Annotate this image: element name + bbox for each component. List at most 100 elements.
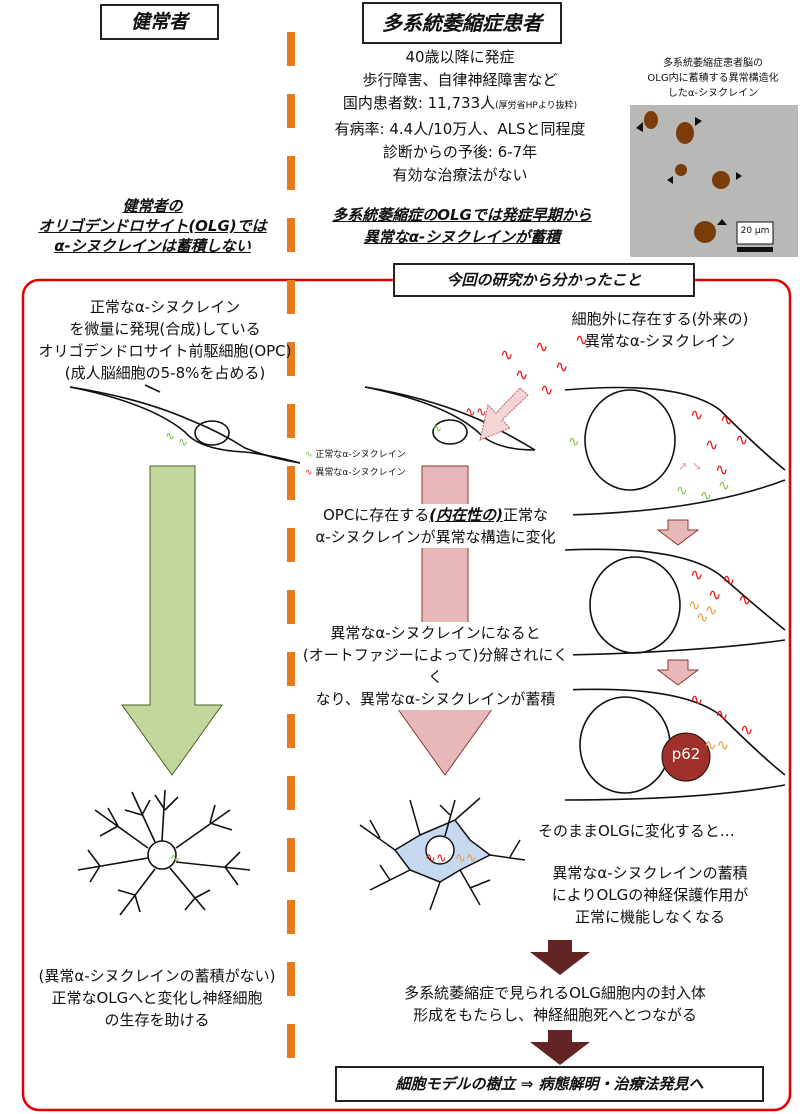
caption-line: OLG内に蓄積する異常構造化 xyxy=(647,73,779,84)
svg-text:∿: ∿ xyxy=(708,585,721,604)
fact-patient-count: 国内患者数: 11,733人(厚労省HPより抜粋) xyxy=(300,92,620,118)
inclusion-line: 多系統萎縮症で見られるOLG細胞内の封入体 xyxy=(404,984,706,1002)
healthy-label: 健常者 xyxy=(100,4,219,40)
conversion-arrows: ➚ ➘ xyxy=(678,459,702,473)
normal-syn-mark: ∿ xyxy=(165,429,175,443)
abnormal-syn-mark: ∿∿ xyxy=(425,851,447,866)
fact-treatment: 有効な治療法がない xyxy=(392,166,528,184)
inclusion-text: 多系統萎縮症で見られるOLG細胞内の封入体 形成をもたらし、神経細胞死へとつなが… xyxy=(320,982,790,1026)
statement-line: 健常者の xyxy=(122,197,183,215)
small-pink-arrow-1 xyxy=(656,519,700,546)
patient-facts: 40歳以降に発症 歩行障害、自律神経障害など 国内患者数: 11,733人(厚労… xyxy=(300,46,620,187)
step2-line: (オートファジーによって)分解されにくく xyxy=(302,646,569,686)
converted-syn-group: ∿∿∿ xyxy=(688,596,718,626)
emph-text: (内在性の) xyxy=(429,506,504,524)
normal-syn-group: ∿∿∿∿ xyxy=(568,434,730,504)
statement-line: オリゴデンドロサイト(OLG)では xyxy=(38,217,267,235)
normal-syn-mark: ∿ xyxy=(170,851,180,865)
green-arrow xyxy=(121,465,223,776)
opc-closeup-1 xyxy=(564,386,786,516)
desc-line: 細胞外に存在する(外来の) xyxy=(571,310,749,328)
consequence-line: によりOLGの神経保護作用が xyxy=(551,886,749,904)
svg-text:∿: ∿ xyxy=(696,608,709,626)
svg-text:∿: ∿ xyxy=(690,405,703,424)
abnormal-syn-group: ∿ ∿ ∿ xyxy=(690,690,753,739)
svg-text:∿: ∿ xyxy=(700,488,712,504)
consequence-line: 正常に機能しなくなる xyxy=(574,908,725,926)
svg-text:∿: ∿ xyxy=(735,430,748,449)
svg-text:∿: ∿ xyxy=(722,570,735,589)
patient-count-source: (厚労省HPより抜粋) xyxy=(495,101,578,111)
svg-text:∿: ∿ xyxy=(690,565,703,584)
desc-line: を微量に発現(合成)している xyxy=(69,320,261,338)
scale-bar-label: 20 μm xyxy=(740,226,770,236)
converted-syn-mark: ∿∿ xyxy=(455,851,477,866)
fact-onset: 40歳以降に発症 xyxy=(405,48,515,66)
micrograph-caption: 多系統萎縮症患者脳の OLG内に蓄積する異常構造化 したα-シヌクレイン xyxy=(626,56,800,101)
olg-cell-diseased xyxy=(359,797,526,911)
desc-line: オリゴデンドロサイト前駆細胞(OPC) xyxy=(38,342,292,360)
svg-text:∿: ∿ xyxy=(555,357,568,376)
patient-statement: 多系統萎縮症のOLGでは発症早期から 異常なα-シヌクレインが蓄積 xyxy=(292,204,632,248)
converted-syn-group: ∿∿ xyxy=(704,736,729,754)
step1-line1: OPCに存在する(内在性の)正常な xyxy=(298,504,573,526)
svg-text:∿: ∿ xyxy=(720,410,733,429)
legend-normal: ∿ 正常なα-シヌクレイン xyxy=(305,446,406,464)
svg-text:∿: ∿ xyxy=(715,705,728,724)
abnormal-syn-icon: ∿ xyxy=(305,468,316,478)
legend: ∿ 正常なα-シヌクレイン ∿ 異常なα-シヌクレイン xyxy=(305,446,406,482)
caption-line: したα-シヌクレイン xyxy=(667,88,759,99)
svg-text:∿: ∿ xyxy=(718,478,730,494)
svg-text:∿: ∿ xyxy=(575,330,588,349)
opc-closeup-2 xyxy=(564,548,786,656)
dark-arrow-2 xyxy=(530,1030,590,1065)
legend-abnormal: ∿ 異常なα-シヌクレイン xyxy=(305,464,406,482)
patient-count: 国内患者数: 11,733人 xyxy=(342,94,496,112)
svg-text:∿: ∿ xyxy=(740,720,753,739)
healthy-outcome: (異常α-シヌクレインの蓄積がない) 正常なOLGへと変化し神経細胞 の生存を助… xyxy=(22,965,292,1031)
p62-label: p62 xyxy=(671,745,701,763)
svg-text:∿: ∿ xyxy=(705,601,718,619)
consequence-line: 異常なα-シヌクレインの蓄積 xyxy=(552,864,748,882)
statement-line: 異常なα-シヌクレインが蓄積 xyxy=(363,228,561,246)
normal-syn-icon: ∿ xyxy=(305,450,316,460)
desc-line: (成人脳細胞の5-8%を占める) xyxy=(64,364,266,382)
svg-text:∿: ∿ xyxy=(715,460,728,479)
step2-line: 異常なα-シヌクレインになると xyxy=(330,624,541,642)
abnormal-syn-mark: ∿∿ xyxy=(465,405,487,420)
abnormal-syn-group: ∿∿∿∿ xyxy=(690,565,751,609)
svg-text:∿: ∿ xyxy=(738,590,751,609)
statement-line: 多系統萎縮症のOLGでは発症早期から xyxy=(332,206,592,224)
step1-text: OPCに存在する(内在性の)正常な α-シヌクレインが異常な構造に変化 xyxy=(298,504,573,548)
findings-title: 今回の研究から分かったこと xyxy=(393,263,695,297)
fact-symptoms: 歩行障害、自律神経障害など xyxy=(362,71,558,89)
dark-arrow-1 xyxy=(530,940,590,975)
exogenous-description: 細胞外に存在する(外来の) 異常なα-シヌクレイン xyxy=(530,308,790,352)
svg-text:∿: ∿ xyxy=(535,337,548,356)
legend-label: 異常なα-シヌクレイン xyxy=(315,468,406,478)
fact-prognosis: 診断からの予後: 6-7年 xyxy=(382,143,538,161)
opc-cell-middle xyxy=(364,386,536,451)
exogenous-abnormal-syn: ∿∿∿ ∿∿∿ xyxy=(500,330,588,399)
small-pink-arrow-2 xyxy=(656,659,700,686)
svg-text:∿: ∿ xyxy=(690,690,703,709)
svg-text:∿: ∿ xyxy=(500,345,513,364)
text: 正常な xyxy=(503,506,549,524)
statement-line: α-シヌクレインは蓄積しない xyxy=(54,237,251,255)
desc-line: 異常なα-シヌクレイン xyxy=(584,332,736,350)
step2-line: なり、異常なα-シヌクレインが蓄積 xyxy=(315,690,556,708)
inclusion-line: 形成をもたらし、神経細胞死へとつながる xyxy=(413,1006,697,1024)
outcome-line: 正常なOLGへと変化し神経細胞 xyxy=(51,989,263,1007)
to-olg-text: そのままOLGに変化すると… xyxy=(538,822,735,840)
normal-syn-mark: ∿ xyxy=(432,421,442,435)
svg-text:∿: ∿ xyxy=(540,380,553,399)
consequence-text: 異常なα-シヌクレインの蓄積 によりOLGの神経保護作用が 正常に機能しなくなる xyxy=(520,862,780,928)
healthy-statement: 健常者の オリゴデンドロサイト(OLG)では α-シヌクレインは蓄積しない xyxy=(20,196,285,256)
step2-text: 異常なα-シヌクレインになると (オートファジーによって)分解されにくく なり、… xyxy=(298,622,573,710)
patient-label: 多系統萎縮症患者 xyxy=(362,2,562,44)
uptake-arrow xyxy=(479,387,529,441)
fact-prevalence: 有病率: 4.4人/10万人、ALSと同程度 xyxy=(334,120,586,138)
desc-line: 正常なα-シヌクレイン xyxy=(89,298,241,316)
opc-cell-left xyxy=(69,384,301,464)
